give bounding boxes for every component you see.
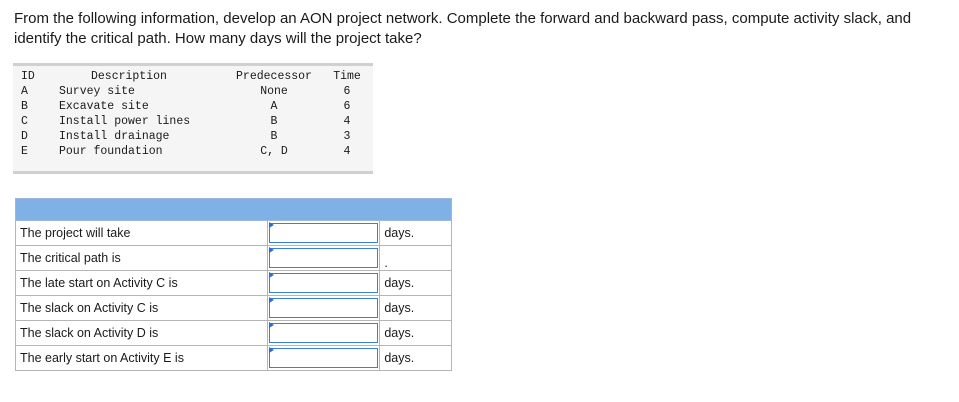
answer-label: The project will take [14,220,269,246]
flag-icon [269,247,275,253]
activity-predecessor: None [260,85,288,98]
activity-time: 6 [343,100,351,113]
answer-label: The late start on Activity C is [14,270,269,296]
activity-id: B [21,100,28,113]
activity-predecessor: C, D [260,145,288,158]
header-description: Description [91,70,167,83]
answer-table: The project will take days. The critical… [14,198,452,371]
activity-description: Excavate site [59,100,149,113]
answer-unit: days. [379,270,452,296]
header-id: ID [21,70,35,83]
answer-unit: days. [379,295,452,321]
answer-label: The critical path is [14,245,269,271]
activity-id: D [21,130,28,143]
flag-icon [269,222,275,228]
activity-predecessor: A [270,100,278,113]
answer-row: The early start on Activity E is days. [14,345,452,371]
answer-row: The project will take days. [14,220,452,246]
activity-description: Pour foundation [59,145,163,158]
answer-unit: . [384,255,388,270]
answer-unit: days. [379,345,452,371]
answer-unit: days. [379,220,452,246]
project-duration-input[interactable] [269,223,379,243]
flag-icon [269,347,275,353]
answer-row: The slack on Activity D is days. [14,320,452,346]
activity-time: 4 [343,145,351,158]
slack-c-input[interactable] [269,298,379,318]
activity-data-panel: ID Description Predecessor Time A Survey… [13,63,373,174]
activity-predecessor: B [270,130,278,143]
answer-label: The slack on Activity D is [14,320,269,346]
answer-row: The critical path is . [14,245,452,271]
activity-id: A [21,85,28,98]
answer-unit: days. [379,320,452,346]
header-time: Time [333,70,361,83]
answer-label: The slack on Activity C is [14,295,269,321]
early-start-e-input[interactable] [269,348,379,368]
flag-icon [269,272,275,278]
activity-time: 6 [343,85,351,98]
critical-path-input[interactable] [269,248,379,268]
question-text: From the following information, develop … [14,10,912,47]
answer-label: The early start on Activity E is [14,345,269,371]
activity-description: Install power lines [59,115,191,128]
header-predecessor: Predecessor [236,70,312,83]
activity-description: Install drainage [59,130,170,143]
flag-icon [269,322,275,328]
activity-time: 4 [343,115,351,128]
activity-id: C [21,115,28,128]
late-start-c-input[interactable] [269,273,379,293]
activity-id: E [21,145,28,158]
answer-table-header [15,198,452,221]
activity-predecessor: B [270,115,278,128]
slack-d-input[interactable] [269,323,379,343]
answer-row: The late start on Activity C is days. [14,270,452,296]
flag-icon [269,297,275,303]
activity-description: Survey site [59,85,135,98]
answer-row: The slack on Activity C is days. [14,295,452,321]
activity-time: 3 [343,130,351,143]
